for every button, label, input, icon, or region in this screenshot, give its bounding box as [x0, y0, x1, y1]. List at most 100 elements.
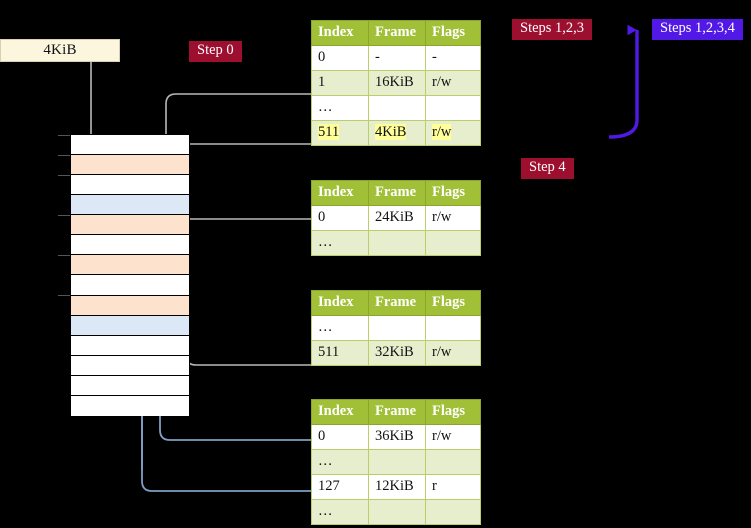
cell-text: -: [432, 49, 437, 65]
cell-flags: r/w: [425, 340, 481, 366]
cell-index: 511: [311, 120, 369, 146]
cell-flags: r/w: [425, 424, 481, 450]
page-table-pdpt: Index Frame Flags 0 24KiB r/w …: [311, 180, 481, 256]
table-header-row: Index Frame Flags: [311, 399, 481, 425]
memory-row: [71, 395, 189, 416]
cell-text: -: [375, 49, 380, 65]
memory-row: [71, 215, 189, 236]
badge-steps-123-label: Steps 1,2,3: [520, 20, 585, 36]
cell-index: …: [311, 499, 369, 525]
cell-frame: [368, 449, 426, 475]
cell-text: 24KiB: [375, 209, 414, 225]
column-header-index: Index: [311, 180, 369, 206]
grid-tick: [58, 155, 70, 156]
cell-flags: [425, 449, 481, 475]
frame-box-4kib: 4KiB: [0, 39, 120, 62]
column-header-frame: Frame: [368, 20, 426, 46]
cell-text: 511: [318, 344, 340, 360]
cell-text: r/w: [432, 74, 452, 90]
badge-step-4: Step 4: [521, 158, 574, 179]
cell-text: …: [318, 453, 333, 469]
memory-row: [71, 135, 189, 156]
cell-frame: 32KiB: [368, 340, 426, 366]
cell-index: …: [311, 315, 369, 341]
cell-index: …: [311, 449, 369, 475]
cell-flags: r: [425, 474, 481, 500]
cell-text: …: [318, 503, 333, 519]
cell-frame: 16KiB: [368, 70, 426, 96]
column-header-flags: Flags: [425, 180, 481, 206]
cell-text: …: [318, 234, 333, 250]
wire-pml4-511-to-memory: [173, 143, 311, 152]
cell-text: r/w: [432, 344, 452, 360]
cell-text: 511: [318, 124, 340, 140]
memory-row: [71, 155, 189, 176]
badge-step-4-label: Step 4: [529, 159, 566, 175]
cell-index: …: [311, 230, 369, 256]
table-row: …: [311, 95, 481, 121]
badge-step-0-label: Step 0: [197, 42, 234, 58]
cell-frame: 24KiB: [368, 205, 426, 231]
cell-flags: [425, 230, 481, 256]
cell-index: 511: [311, 340, 369, 366]
table-row: 511 4KiB r/w: [311, 120, 481, 146]
cell-text: 16KiB: [375, 74, 414, 90]
page-table-pd: Index Frame Flags … 511 32KiB r/w: [311, 290, 481, 366]
memory-row: [71, 335, 189, 356]
column-header-index: Index: [311, 20, 369, 46]
table-row: 127 12KiB r: [311, 474, 481, 500]
column-header-frame: Frame: [368, 399, 426, 425]
cell-text: 0: [318, 209, 326, 225]
cell-text: 1: [318, 74, 326, 90]
cell-frame: [368, 95, 426, 121]
grid-tick: [58, 255, 70, 256]
memory-row: [71, 175, 189, 196]
cell-index: 0: [311, 45, 369, 71]
memory-row: [71, 275, 189, 296]
table-row: 0 24KiB r/w: [311, 205, 481, 231]
cell-index: 127: [311, 474, 369, 500]
cell-frame: [368, 315, 426, 341]
cell-text: 0: [318, 428, 326, 444]
grid-tick: [58, 135, 70, 136]
cell-index: 0: [311, 424, 369, 450]
memory-row: [71, 375, 189, 396]
memory-row: [71, 315, 189, 336]
cell-index: 1: [311, 70, 369, 96]
wire-memory-to-pdpt: [179, 218, 311, 243]
cell-text: …: [318, 99, 333, 115]
badge-step-0: Step 0: [189, 41, 242, 62]
badge-steps-1234: Steps 1,2,3,4: [652, 19, 743, 40]
grid-tick: [58, 175, 70, 176]
cell-flags: [425, 95, 481, 121]
cell-flags: [425, 315, 481, 341]
cell-frame: [368, 230, 426, 256]
table-row: 0 - -: [311, 45, 481, 71]
physical-memory-grid: [70, 134, 190, 416]
table-header-row: Index Frame Flags: [311, 180, 481, 206]
wire-steps-loopback: [608, 24, 639, 139]
page-table-pt: Index Frame Flags 0 36KiB r/w … 127 12Ki…: [311, 399, 481, 525]
cell-text: 32KiB: [375, 344, 414, 360]
memory-row: [71, 355, 189, 376]
grid-tick: [58, 215, 70, 216]
cell-frame: -: [368, 45, 426, 71]
badge-steps-1234-label: Steps 1,2,3,4: [660, 20, 735, 36]
column-header-flags: Flags: [425, 20, 481, 46]
cell-text: 12KiB: [375, 478, 414, 494]
table-row: …: [311, 315, 481, 341]
cell-frame: 12KiB: [368, 474, 426, 500]
table-row: 511 32KiB r/w: [311, 340, 481, 366]
table-row: 1 16KiB r/w: [311, 70, 481, 96]
cell-text: r: [432, 478, 437, 494]
column-header-flags: Flags: [425, 399, 481, 425]
cell-flags: -: [425, 45, 481, 71]
cell-flags: r/w: [425, 70, 481, 96]
cell-frame: [368, 499, 426, 525]
page-table-pml4: Index Frame Flags 0 - - 1 16KiB r/w …: [311, 20, 481, 146]
cell-index: …: [311, 95, 369, 121]
cell-text: r/w: [432, 428, 452, 444]
memory-row: [71, 235, 189, 256]
cell-frame: 36KiB: [368, 424, 426, 450]
cell-flags: r/w: [425, 205, 481, 231]
